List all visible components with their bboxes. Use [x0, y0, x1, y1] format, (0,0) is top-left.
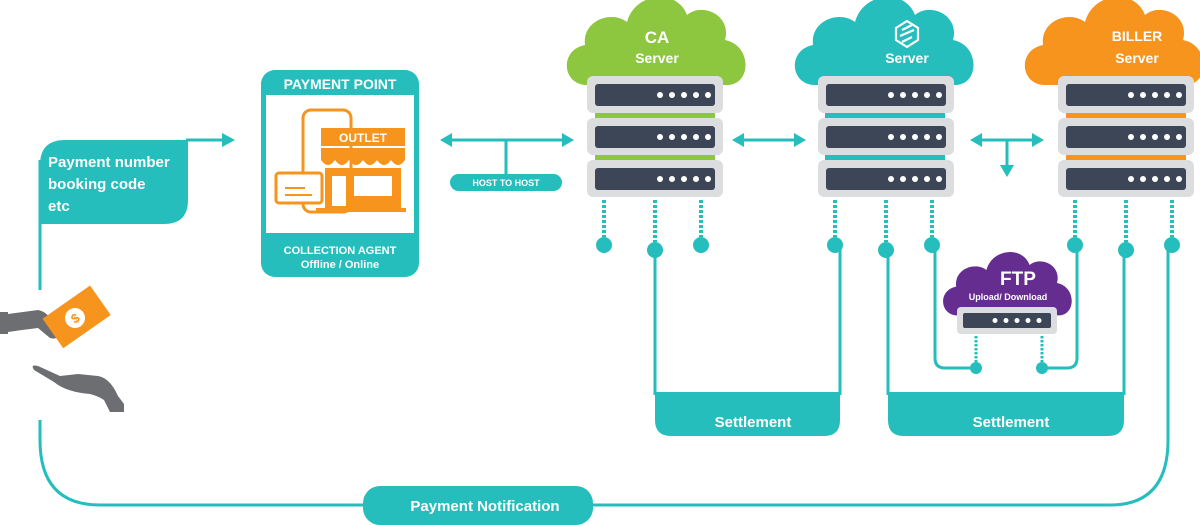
settlement-label-1: Settlement: [715, 414, 792, 431]
hub-port-node: [878, 200, 894, 258]
ca-rack-unit: [587, 160, 723, 197]
server-racks: [587, 76, 1194, 197]
payment-notification-badge: Payment Notification: [363, 486, 593, 525]
settlement-box-1: Settlement: [655, 392, 840, 436]
hub-rack-unit: [818, 118, 954, 155]
biller-rack-unit: [1058, 160, 1194, 197]
payment-notification-label: Payment Notification: [410, 498, 559, 515]
biller-port-node: [1118, 200, 1134, 258]
payment-point-title: PAYMENT POINT: [284, 76, 397, 92]
logo-icon: [894, 19, 920, 49]
biller-server-line1: BILLER: [1112, 28, 1163, 44]
outlet-sign: OUTLET: [339, 131, 388, 145]
ca-hub-connector: [732, 133, 806, 147]
payment-point-card: PAYMENT POINT COLLECTION AGENT Offline /…: [261, 70, 419, 277]
offline-online-label: Offline / Online: [301, 259, 379, 271]
hub-server-label: Server: [885, 50, 929, 66]
notification-loop-line: [38, 245, 1170, 507]
ca-server-line1: CA: [645, 28, 670, 47]
hub-rack-unit: [818, 160, 954, 197]
outlet-store-icon: OUTLET: [274, 108, 406, 214]
ca-port-node: [647, 200, 663, 258]
hub-port-node: [924, 200, 940, 253]
customer-info-box: [40, 140, 188, 224]
host-to-host-label: HOST TO HOST: [472, 178, 540, 188]
collection-agent-label: COLLECTION AGENT: [284, 245, 397, 257]
hub-server: Server: [794, 0, 974, 163]
hub-port-node: [827, 200, 843, 253]
ca-port-node: [596, 200, 612, 253]
ca-rack-unit: [587, 76, 723, 113]
settlement-box-2: Settlement: [888, 392, 1124, 436]
cash-handover-icon: $: [0, 285, 124, 412]
biller-server: BILLER Server: [1024, 0, 1200, 163]
customer-info-line-1: Payment number: [48, 154, 170, 171]
biller-port-node: [1164, 200, 1180, 253]
ftp-server: FTP Upload/ Download: [943, 251, 1072, 374]
ca-rack-unit: [587, 118, 723, 155]
ca-port-node: [693, 200, 709, 253]
host-to-host-connector: HOST TO HOST: [440, 133, 574, 191]
hub-cloud-icon: [794, 0, 974, 85]
hub-biller-connector: [970, 133, 1044, 177]
ftp-title: FTP: [1000, 269, 1036, 290]
server-ports: [596, 200, 1180, 258]
biller-server-line2: Server: [1115, 50, 1159, 66]
ca-server: CA Server: [566, 0, 746, 163]
biller-rack-unit: [1058, 118, 1194, 155]
customer-info-line-2: booking code: [48, 176, 146, 193]
biller-rack-unit: [1058, 76, 1194, 113]
arrow-head-icon: [222, 133, 235, 147]
ca-server-line2: Server: [635, 50, 679, 66]
settlement-label-2: Settlement: [973, 414, 1050, 431]
biller-port-node: [1067, 200, 1083, 253]
ftp-subtitle: Upload/ Download: [969, 292, 1048, 302]
hub-rack-unit: [818, 76, 954, 113]
settlement-lines: [653, 250, 1126, 395]
customer-info-line-3: etc: [48, 198, 70, 215]
